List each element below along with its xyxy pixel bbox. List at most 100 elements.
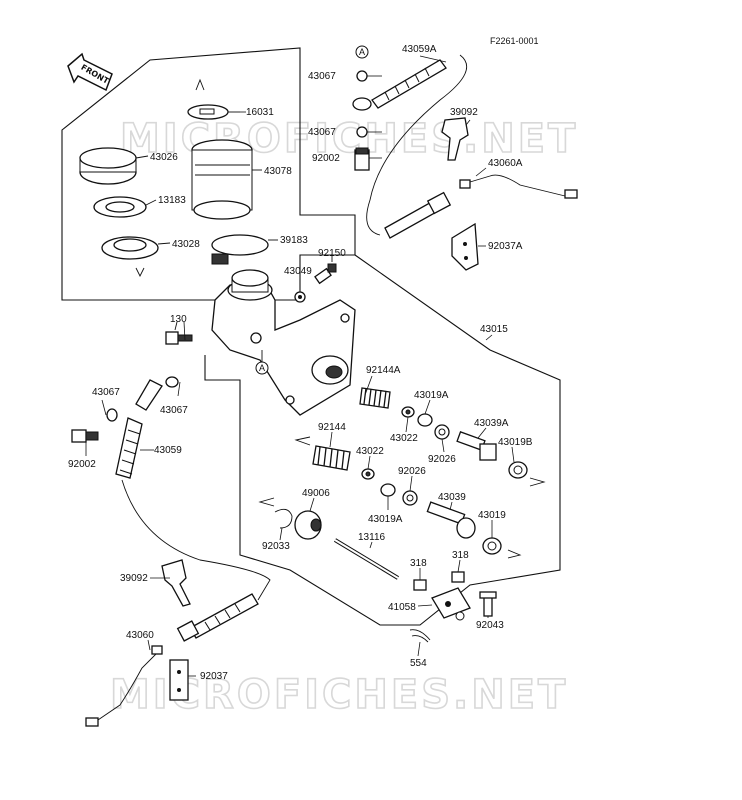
label-43028: 43028 <box>172 239 200 250</box>
label-39092-top: 39092 <box>450 107 478 118</box>
label-13183: 13183 <box>158 195 186 206</box>
washer-92026-top <box>434 424 450 440</box>
pipe-43060A <box>459 174 578 199</box>
bolt-92150 <box>314 254 337 285</box>
circlip-92033 <box>274 508 293 529</box>
washer-43019A-top <box>417 413 433 427</box>
arrow-right-upper <box>529 477 546 487</box>
label-43067-top1: 43067 <box>308 71 336 82</box>
spring-92144 <box>312 445 351 471</box>
label-92026-2: 92026 <box>398 466 426 477</box>
label-43067-left2: 43067 <box>160 405 188 416</box>
label-43059: 43059 <box>154 445 182 456</box>
front-arrow-icon: FRONT <box>67 52 113 92</box>
hose-routing-line-top <box>366 54 468 236</box>
hose-43059A: A <box>352 45 447 171</box>
clevis-41058 <box>431 587 471 621</box>
hose-43059 <box>115 379 163 479</box>
label-49006: 49006 <box>302 488 330 499</box>
label-43019: 43019 <box>478 510 506 521</box>
seal-43022-lower <box>361 468 375 480</box>
reservoir-body-43078 <box>191 139 262 220</box>
label-39183: 39183 <box>280 235 308 246</box>
label-43060A: 43060A <box>488 158 523 169</box>
label-43015: 43015 <box>480 324 508 335</box>
banjo-bolt-92002-left <box>71 429 99 443</box>
label-318-2: 318 <box>452 550 469 561</box>
label-16031: 16031 <box>246 107 274 118</box>
label-43067-left1: 43067 <box>92 387 120 398</box>
label-43019B: 43019B <box>498 437 533 448</box>
label-92150: 92150 <box>318 248 346 259</box>
label-92144: 92144 <box>318 422 346 433</box>
label-43039A: 43039A <box>474 418 509 429</box>
piston-43039A <box>456 431 497 461</box>
label-43022-2: 43022 <box>356 446 384 457</box>
label-43019A-1: 43019A <box>414 390 449 401</box>
arrow-left-upper <box>294 436 311 446</box>
label-13116: 13116 <box>358 532 386 543</box>
ref-mark-a-cylinder: A <box>255 350 269 375</box>
boot-49006 <box>294 510 322 540</box>
label-130: 130 <box>170 314 187 325</box>
label-318-1: 318 <box>410 558 427 569</box>
label-43049: 43049 <box>284 266 312 277</box>
hose-end-top-lower <box>384 191 452 239</box>
leader-lines <box>85 55 515 677</box>
label-92026-1: 92026 <box>428 454 456 465</box>
label-43022-1: 43022 <box>390 433 418 444</box>
label-43059A: 43059A <box>402 44 437 55</box>
push-rod-13116 <box>333 538 400 580</box>
label-92033: 92033 <box>262 541 290 552</box>
cap-plate-16031 <box>187 78 240 120</box>
label-92037: 92037 <box>200 671 228 682</box>
cotter-pin-554 <box>409 629 431 643</box>
bracket-39092-bottom <box>161 559 191 607</box>
pin-92043 <box>479 591 497 617</box>
pipe-43060 <box>85 645 163 727</box>
nut-318-left <box>413 579 427 591</box>
cup-43019 <box>482 537 502 555</box>
cup-43028 <box>101 236 171 278</box>
reservoir-cap-43026 <box>79 147 149 185</box>
diaphragm-13183 <box>93 196 157 218</box>
cylinder-group-outline <box>204 254 561 626</box>
piston-43039 <box>426 501 476 539</box>
washer-92026-lower <box>402 490 418 506</box>
label-43067-top2: 43067 <box>308 127 336 138</box>
label-43026: 43026 <box>150 152 178 163</box>
label-92144A: 92144A <box>366 365 401 376</box>
watermark-top: MICROFICHES.NET <box>120 116 578 162</box>
label-43078: 43078 <box>264 166 292 177</box>
master-cylinder-body <box>211 269 356 416</box>
cup-43019B <box>508 461 528 479</box>
bracket-92037 <box>169 659 189 701</box>
washer-43067-left <box>106 408 118 422</box>
svg-text:A: A <box>259 363 265 373</box>
label-92002-top: 92002 <box>312 153 340 164</box>
label-92037A: 92037A <box>488 241 523 252</box>
nut-318-right <box>451 571 465 583</box>
hose-routing-line-bottom <box>121 479 271 601</box>
washer-43067-center <box>165 376 179 388</box>
reservoir-group-outline <box>61 47 356 301</box>
label-43060: 43060 <box>126 630 154 641</box>
bolt-130 <box>165 321 193 345</box>
label-554: 554 <box>410 658 427 669</box>
hose-end-bottom <box>176 593 259 642</box>
label-43019A-2: 43019A <box>368 514 403 525</box>
bracket-39092-top <box>441 117 469 161</box>
label-92002-left: 92002 <box>68 459 96 470</box>
clamp-39183 <box>211 234 278 265</box>
washer-43019A-lower <box>380 483 396 497</box>
spring-92144A <box>359 387 391 409</box>
label-41058: 41058 <box>388 602 416 613</box>
seal-43022-top <box>401 406 415 418</box>
arrow-left-lower <box>258 497 275 507</box>
bracket-92037A <box>451 222 479 271</box>
washer-43049 <box>294 280 306 303</box>
svg-text:A: A <box>359 47 365 57</box>
arrow-right-lower <box>507 549 522 559</box>
label-92043: 92043 <box>476 620 504 631</box>
